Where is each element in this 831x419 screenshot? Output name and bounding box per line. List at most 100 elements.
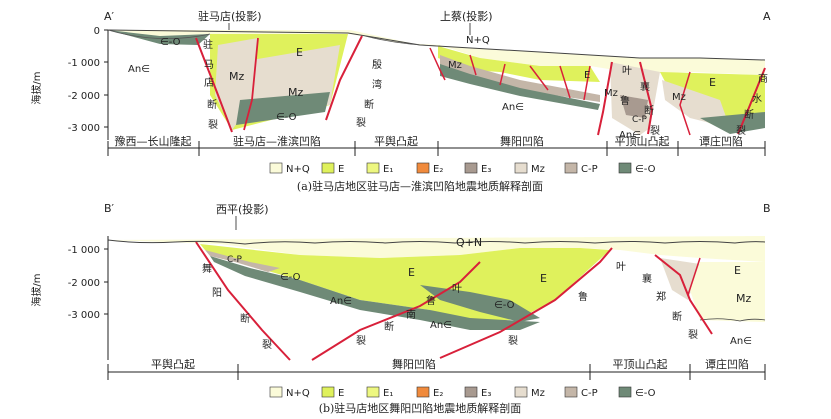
- tick-label-b-1: -2 000: [68, 278, 100, 289]
- label-fault-lu: 鲁: [620, 94, 630, 107]
- label-ane-left: An∈: [128, 64, 150, 75]
- projection-label-zhumadian: 驻马店(投影): [198, 9, 262, 23]
- caption-a: (a)驻马店地区驻马店—淮滨凹陷地震地质解释剖面: [297, 179, 543, 193]
- region-a-3: 平舆凸起: [374, 134, 418, 148]
- label-fault-ye-1: 叶: [622, 65, 632, 77]
- label-mz-b: Mz: [288, 86, 303, 99]
- label-fault-wuyang-3: 断: [240, 312, 250, 325]
- cp-fill-b: [205, 250, 280, 272]
- fault-minor-4: [499, 63, 506, 86]
- label-fault-wuyang-1: 舞: [202, 263, 212, 275]
- label-fault-yinwan-1: 殷: [372, 59, 382, 71]
- legend-a-swatch-e1: [366, 162, 380, 174]
- label-e-main: E: [296, 46, 303, 59]
- fault-zhumadian: [195, 37, 233, 133]
- legend-a-swatch-e2: [416, 162, 430, 174]
- fault-wuyang-b: [195, 241, 291, 361]
- label-eo-left: ∈-O: [160, 37, 181, 48]
- tick-label-a-3: -3 000: [68, 123, 100, 134]
- wavy-surface-b: [107, 239, 766, 245]
- cp-strip-wuyang: [440, 55, 600, 102]
- label-fault-shang-3: 断: [744, 108, 754, 121]
- label-e-b-left: E: [408, 266, 415, 279]
- legend-b-swatch-cp: [564, 386, 578, 398]
- fault-minor-3: [469, 54, 477, 76]
- label-fault-zhumadian-1: 驻: [203, 38, 213, 51]
- wavy-base-a: [107, 29, 441, 47]
- legend-b-label-e1: E₁: [383, 388, 393, 399]
- panel-a: A′ A 驻马店(投影) 上蔡(投影): [30, 9, 771, 193]
- fault-minor-8: [679, 71, 691, 136]
- fault-minor-b: [687, 257, 701, 296]
- fault-minor-1: [243, 37, 259, 131]
- eo-wedge-left: [108, 30, 210, 45]
- region-b-4: 谭庄凹陷: [705, 357, 749, 371]
- fault-lunan-b: [311, 261, 481, 361]
- label-ane-right: An∈: [619, 130, 641, 141]
- eo-fill-b-2: [420, 285, 540, 322]
- tick-label-b-2: -3 000: [68, 310, 100, 321]
- label-fault-wuyang-2: 阳: [212, 287, 222, 299]
- fault-minor-5: [529, 65, 549, 91]
- legend-b-label-e2: E₂: [433, 388, 443, 399]
- layer-n-q: [108, 30, 765, 75]
- region-b-2: 舞阳凹陷: [392, 357, 436, 371]
- label-mz-a: Mz: [229, 70, 244, 83]
- legend-a-label-e1: E₁: [383, 164, 393, 175]
- legend-b-swatch-e3: [464, 386, 478, 398]
- legend-a-swatch-e3: [464, 162, 478, 174]
- region-a-6: 谭庄凹陷: [699, 134, 743, 148]
- tick-label-a-1: -1 000: [68, 58, 100, 69]
- nq-fill-a: [108, 30, 765, 75]
- legend-a-label-e: E: [338, 164, 344, 175]
- label-fault-lunan-4: 裂: [356, 334, 366, 347]
- ylabel-a: 海拔/m: [30, 71, 43, 104]
- label-ane-b-right: An∈: [730, 336, 752, 347]
- legend-a-label-e2: E₂: [433, 164, 443, 175]
- mz-fill-tanzhuang: [662, 80, 730, 128]
- eo-strip-wuyang: [440, 64, 600, 110]
- label-nq: N+Q: [466, 35, 490, 46]
- label-fault-zhumadian-5: 裂: [208, 118, 218, 131]
- surface-line-a: [107, 29, 766, 61]
- tick-label-a-0: 0: [94, 26, 100, 37]
- faults-b: [195, 241, 713, 361]
- corner-right-label: A: [763, 10, 771, 23]
- panel-b: B′ B 西平(投影) Q+N C-P ∈-O 舞 阳 断 裂 An∈ E 鲁 …: [30, 202, 771, 415]
- label-fault-yexiang-1: 叶: [616, 261, 626, 273]
- label-eo-mid: ∈-O: [276, 112, 297, 123]
- label-fault-yexiang-2: 襄: [642, 272, 652, 285]
- corner-left-label-b: B′: [104, 202, 115, 215]
- region-a-5: 平顶山凸起: [615, 135, 670, 148]
- legend-b-label-e3: E₃: [481, 388, 491, 399]
- label-ane-b-left: An∈: [330, 296, 352, 307]
- label-fault-lunan-3: 断: [384, 320, 394, 333]
- legend-a-swatch-mz: [514, 162, 528, 174]
- label-fault-lunan-2: 南: [406, 308, 416, 321]
- label-e-small: E: [584, 70, 590, 81]
- label-fault-ye-4: 裂: [650, 124, 660, 137]
- region-b-3: 平顶山凸起: [613, 358, 668, 371]
- fault-minor-7: [583, 65, 591, 101]
- label-cp-b: C-P: [227, 255, 243, 265]
- qn-fill-b-right: [690, 262, 765, 322]
- label-fault-ye-2: 襄: [640, 80, 650, 93]
- legend-a-label-eo: ∈-O: [635, 164, 656, 175]
- fault-minor-6: [559, 65, 571, 99]
- legend-a-swatch-eo: [618, 162, 632, 174]
- e-fill-wuyang: [438, 46, 600, 82]
- tick-label-b-0: -1 000: [68, 245, 100, 256]
- legend-a-label-nq: N+Q: [286, 164, 310, 175]
- caption-b: (b)驻马店地区舞阳凹陷地震地质解释剖面: [319, 401, 522, 415]
- legend-a-swatch-nq: [269, 162, 283, 174]
- region-bar-a: 豫西—长山隆起 驻马店—淮滨凹陷 平舆凸起 舞阳凹陷 平顶山凸起 谭庄凹陷: [107, 134, 766, 156]
- legend-b-swatch-e2: [416, 386, 430, 398]
- label-fault-yinwan-2: 湾: [372, 78, 382, 91]
- label-fault-wuyang-4: 裂: [262, 338, 272, 351]
- label-ane-mid: An∈: [502, 102, 524, 113]
- label-fault-yexiang-5: 裂: [688, 328, 698, 341]
- cp-fill-pingdingshan: [620, 95, 648, 118]
- legend-b-swatch-e1: [366, 386, 380, 398]
- legend-a-swatch-e: [321, 162, 335, 174]
